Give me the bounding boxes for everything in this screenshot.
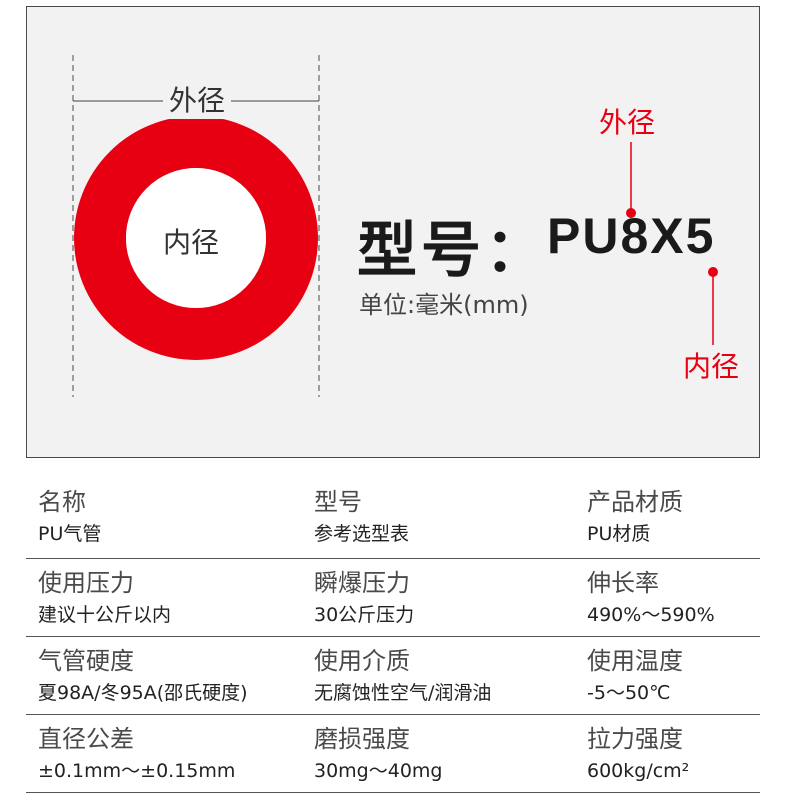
inner-diameter-callout: 内径 [683, 350, 740, 383]
spec-cell: 使用压力 建议十公斤以内 [38, 567, 298, 629]
tube-inner-hole [126, 168, 266, 308]
spec-cell: 产品材质 PU材质 [587, 486, 800, 548]
tube-diagram-panel: 外径 内径 外径 内径 型号： PU8X5 单位:毫米(mm) [26, 6, 760, 458]
model-label: 型号： [357, 216, 549, 286]
spec-row: 使用压力 建议十公斤以内 瞬爆压力 30公斤压力 伸长率 490%～590% [26, 559, 760, 637]
spec-title: 拉力强度 [587, 725, 683, 753]
model-value: PU8X5 [547, 208, 716, 264]
spec-title: 产品材质 [587, 488, 683, 516]
spec-cell: 名称 PU气管 [38, 486, 298, 548]
spec-title: 型号 [314, 488, 362, 516]
spec-table: 名称 PU气管 型号 参考选型表 产品材质 PU材质 使用压力 建议十公斤以内 … [26, 486, 760, 793]
spec-title: 使用温度 [587, 647, 683, 675]
spec-cell: 磨损强度 30mg～40mg [314, 723, 574, 785]
spec-row: 名称 PU气管 型号 参考选型表 产品材质 PU材质 [26, 486, 760, 559]
spec-title: 使用压力 [38, 569, 134, 597]
spec-value: 30公斤压力 [314, 604, 415, 626]
spec-value: 600kg/cm² [587, 760, 690, 782]
spec-title: 直径公差 [38, 725, 134, 753]
inner-callout-dot [708, 267, 718, 277]
spec-title: 伸长率 [587, 569, 659, 597]
spec-cell: 使用温度 -5～50℃ [587, 645, 800, 707]
spec-value: PU气管 [38, 523, 102, 545]
unit-text: 单位:毫米(mm) [359, 291, 529, 319]
spec-row: 直径公差 ±0.1mm～±0.15mm 磨损强度 30mg～40mg 拉力强度 … [26, 715, 760, 793]
spec-cell: 拉力强度 600kg/cm² [587, 723, 800, 785]
spec-value: PU材质 [587, 523, 651, 545]
spec-value: 490%～590% [587, 604, 715, 626]
spec-cell: 直径公差 ±0.1mm～±0.15mm [38, 723, 298, 785]
outer-callout-dot [626, 208, 636, 218]
spec-value: 无腐蚀性空气/润滑油 [314, 682, 492, 704]
spec-value: -5～50℃ [587, 682, 671, 704]
outer-diameter-label: 外径 [163, 79, 232, 119]
tube-ring [74, 116, 318, 360]
spec-title: 气管硬度 [38, 647, 134, 675]
spec-title: 磨损强度 [314, 725, 410, 753]
spec-title: 使用介质 [314, 647, 410, 675]
spec-value: 参考选型表 [314, 523, 410, 545]
spec-value: 30mg～40mg [314, 760, 443, 782]
spec-value: 夏98A/冬95A(邵氏硬度) [38, 682, 248, 704]
spec-cell: 瞬爆压力 30公斤压力 [314, 567, 574, 629]
spec-title: 瞬爆压力 [314, 569, 410, 597]
spec-cell: 使用介质 无腐蚀性空气/润滑油 [314, 645, 574, 707]
spec-cell: 气管硬度 夏98A/冬95A(邵氏硬度) [38, 645, 298, 707]
spec-value: ±0.1mm～±0.15mm [38, 760, 236, 782]
spec-cell: 型号 参考选型表 [314, 486, 574, 548]
spec-cell: 伸长率 490%～590% [587, 567, 800, 629]
outer-diameter-callout: 外径 [599, 106, 656, 139]
spec-row: 气管硬度 夏98A/冬95A(邵氏硬度) 使用介质 无腐蚀性空气/润滑油 使用温… [26, 637, 760, 715]
inner-diameter-label: 内径 [163, 226, 220, 259]
spec-value: 建议十公斤以内 [38, 604, 172, 626]
spec-title: 名称 [38, 488, 86, 516]
tube-cross-section-drawing [72, 55, 718, 397]
